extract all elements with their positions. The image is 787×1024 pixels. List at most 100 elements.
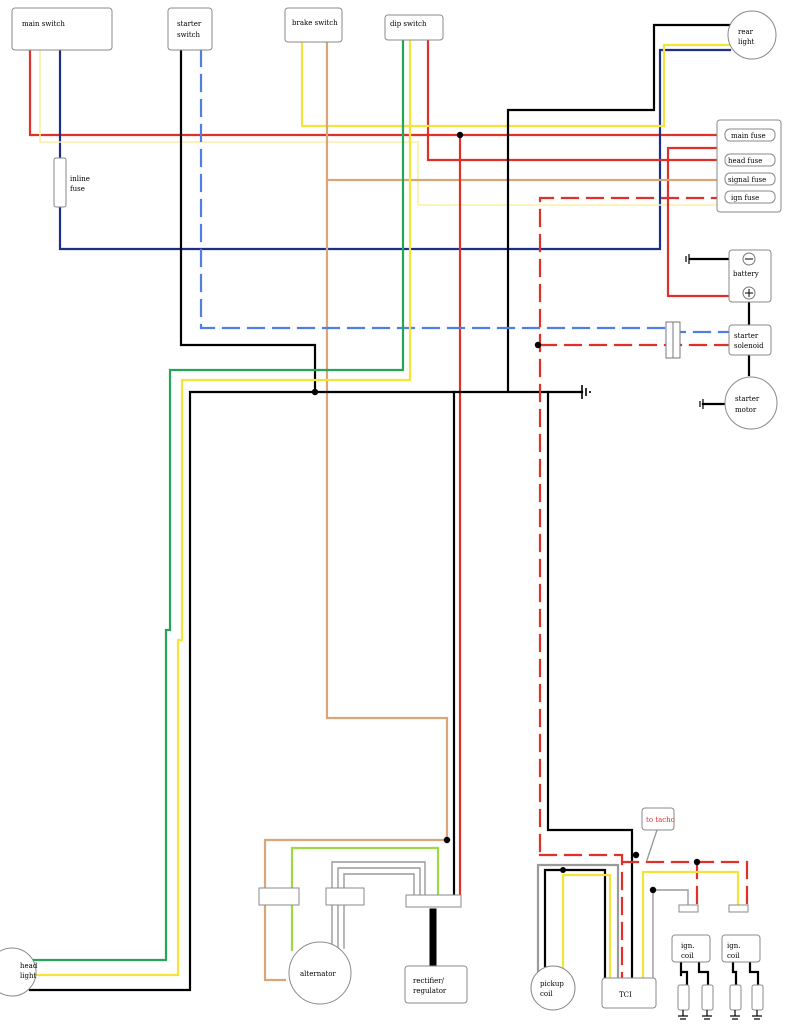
- junction-dot: [693, 858, 701, 866]
- pickup-coil-label-2: coil: [540, 990, 553, 998]
- brake-switch[interactable]: brake switch: [284, 7, 343, 43]
- dip-switch[interactable]: dip switch: [384, 14, 444, 41]
- wire-red-battery: [666, 146, 737, 298]
- spark-plugs: [677, 984, 764, 1011]
- inline-fuse[interactable]: inline fuse: [53, 157, 90, 208]
- rear-light[interactable]: rear light: [727, 10, 777, 60]
- ign-coil-b[interactable]: ign. coil: [721, 934, 761, 963]
- fuse-icon: [724, 153, 776, 167]
- spark-plug-icon: [751, 984, 764, 1011]
- signal-fuse-label: signal fuse: [728, 176, 766, 184]
- plug-grounds: [678, 1010, 762, 1020]
- wire-red-tci: [538, 853, 749, 987]
- to-tacho-label: to tacho: [646, 816, 675, 824]
- ign-coil-b-label-1: ign.: [727, 942, 740, 950]
- starter-switch-label-1: starter: [177, 20, 202, 28]
- connector-block: [405, 894, 462, 908]
- head-light-label-1: head: [20, 962, 38, 970]
- spark-plug-icon: [729, 984, 742, 1011]
- wire-blue-starter: [199, 48, 732, 334]
- ground-symbol: [685, 254, 690, 264]
- connector-block: [728, 904, 749, 913]
- fuse-icon: [724, 128, 776, 142]
- wire-coil-a-out: [679, 960, 710, 987]
- junctions: [311, 131, 780, 894]
- alternator-label: alternator: [300, 970, 336, 978]
- wire-yellow-tci: [641, 870, 740, 987]
- wire-red-ign: [538, 196, 780, 857]
- brake-switch-label: brake switch: [292, 19, 338, 27]
- wire-yellow-pickup: [561, 873, 612, 987]
- ground-symbol: [581, 385, 591, 399]
- pickup-coil[interactable]: pickup coil: [530, 965, 576, 1011]
- connector-block: [325, 887, 365, 906]
- rectifier-label-1: rectifier/: [413, 977, 445, 985]
- rear-light-label-2: light: [738, 38, 754, 46]
- main-fuse-label: main fuse: [731, 132, 766, 140]
- starter-motor[interactable]: starter motor: [724, 376, 778, 430]
- junction-dot: [534, 341, 542, 349]
- wires: [28, 23, 780, 992]
- wire-red-headfuse: [426, 38, 722, 162]
- spark-plug-icon: [701, 984, 714, 1011]
- battery[interactable]: battery: [728, 249, 772, 303]
- head-light-label-2: light: [20, 972, 36, 980]
- to-tacho-tag: to tacho: [641, 807, 675, 831]
- ground-symbol: [699, 399, 704, 409]
- wire-yellow-brake: [300, 40, 732, 128]
- main-switch[interactable]: main switch: [11, 7, 113, 51]
- starter-switch[interactable]: starter switch: [167, 7, 213, 51]
- wire-black-pickup: [543, 868, 607, 987]
- junction-dot: [560, 867, 566, 873]
- wire-coil-b-out: [731, 960, 760, 987]
- battery-label: battery: [733, 270, 759, 278]
- rear-light-label-1: rear: [738, 28, 754, 36]
- pickup-coil-label-1: pickup: [540, 980, 564, 988]
- head-light[interactable]: head light: [0, 947, 38, 997]
- ign-coil-a-label-1: ign.: [681, 942, 694, 950]
- tci-label: TCI: [619, 991, 632, 999]
- head-fuse-label: head fuse: [728, 157, 762, 165]
- inline-fuse-label-2: fuse: [70, 185, 85, 193]
- starter-motor-label-2: motor: [735, 406, 757, 414]
- spark-plug-icon: [677, 984, 690, 1011]
- junction-dot: [456, 131, 464, 139]
- dip-switch-label: dip switch: [390, 20, 427, 28]
- tci-unit[interactable]: TCI: [601, 977, 657, 1009]
- junction-dot: [632, 851, 640, 859]
- wire-blue-main: [58, 48, 732, 251]
- starter-motor-label-1: starter: [735, 395, 760, 403]
- wire-gray-pickup: [536, 863, 620, 987]
- wire-black-tci: [546, 390, 634, 987]
- fuse-icon: [724, 172, 776, 186]
- junction-dot: [443, 836, 451, 844]
- starter-solenoid-label-1: starter: [734, 332, 759, 340]
- wire-gray-tci: [652, 889, 689, 986]
- wire-black-starter: [179, 48, 317, 394]
- wire-black-rear: [506, 23, 737, 392]
- starter-solenoid-label-2: solenoid: [734, 342, 764, 350]
- starter-switch-label-2: switch: [177, 31, 201, 39]
- rectifier-regulator[interactable]: rectifier/ regulator: [404, 965, 468, 1004]
- fuse-box[interactable]: main fuse head fuse signal fuse ign fuse: [716, 119, 782, 213]
- inline-fuse-label-1: inline: [70, 175, 90, 183]
- junction-dot: [311, 388, 319, 396]
- fuse-icon: [724, 190, 776, 204]
- connector-block: [678, 904, 699, 913]
- alternator[interactable]: alternator: [288, 941, 352, 1005]
- connector-block: [258, 887, 300, 906]
- wire-black-ground: [28, 390, 584, 992]
- ign-coil-b-label-2: coil: [727, 952, 740, 960]
- solenoid-connector: [665, 321, 681, 359]
- main-switch-label: main switch: [22, 20, 65, 28]
- wire-red-main: [28, 48, 722, 137]
- ign-fuse-label: ign fuse: [731, 194, 759, 202]
- wire-gray-tacho: [646, 829, 658, 861]
- wire-green-dip: [28, 38, 405, 962]
- starter-solenoid[interactable]: starter solenoid: [728, 324, 772, 356]
- wire-tan-brake: [263, 40, 449, 982]
- ign-coil-a-label-2: coil: [681, 952, 694, 960]
- ign-coil-a[interactable]: ign. coil: [671, 934, 711, 963]
- wire-yellow-dip: [28, 38, 412, 977]
